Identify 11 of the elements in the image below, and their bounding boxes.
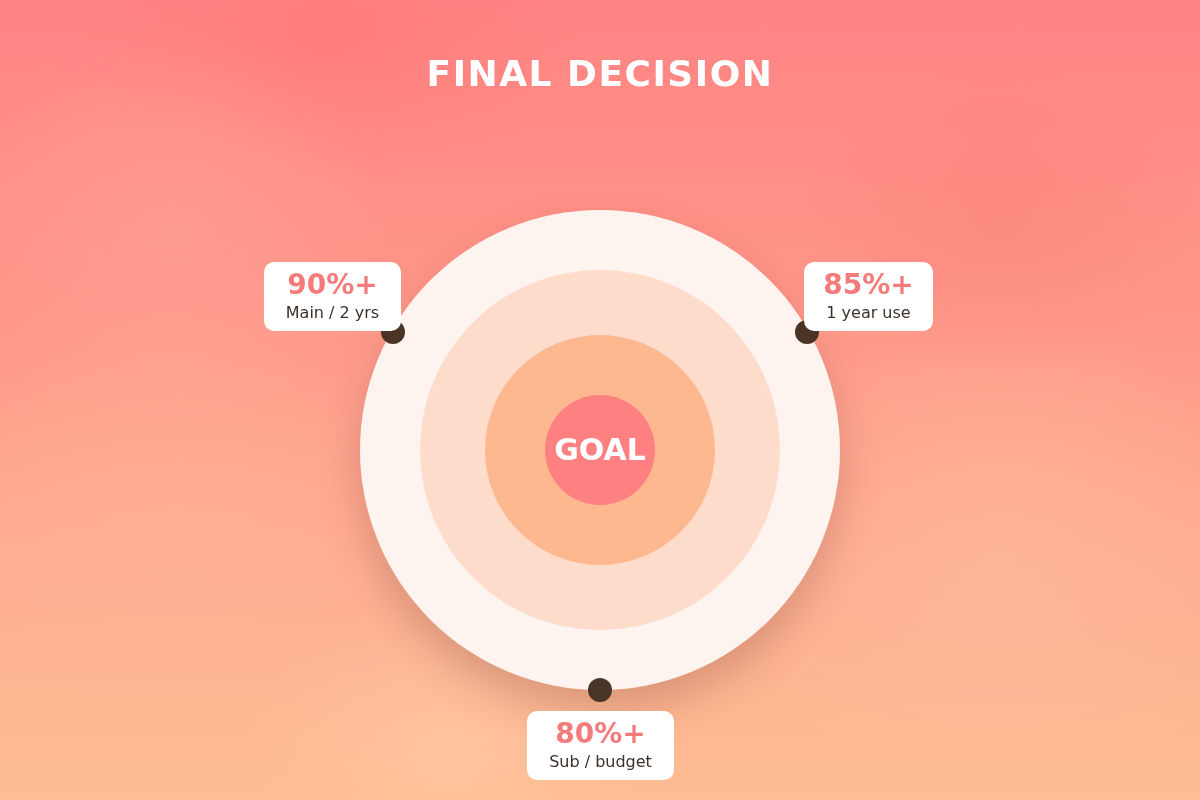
percentage-value: 80%+ bbox=[555, 718, 646, 750]
goal-label: GOAL bbox=[554, 432, 646, 468]
card-description: 1 year use bbox=[826, 302, 911, 324]
card-description: Sub / budget bbox=[549, 751, 652, 773]
stat-card bbox=[527, 711, 674, 780]
stat-card bbox=[264, 262, 401, 331]
card-description: Main / 2 yrs bbox=[285, 302, 380, 324]
percentage-value: 85%+ bbox=[823, 269, 914, 301]
diagram-title: FINAL DECISION bbox=[425, 52, 775, 96]
percentage-value: 90%+ bbox=[287, 269, 378, 301]
stat-card bbox=[804, 262, 933, 331]
